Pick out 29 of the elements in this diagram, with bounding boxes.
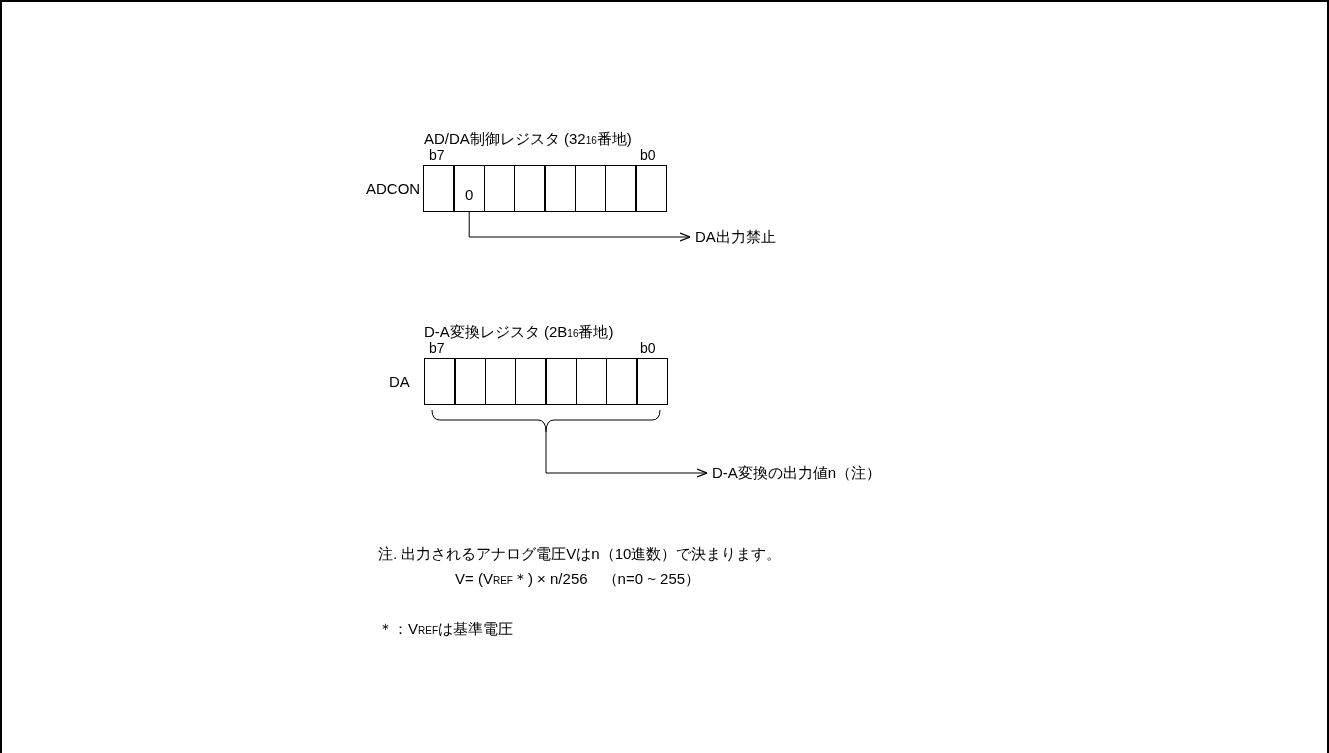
register-bit-cell — [635, 165, 667, 212]
register-bit-cell — [545, 358, 577, 405]
register-bit-cell — [424, 358, 456, 405]
register-name: ADCON — [366, 180, 421, 198]
register-bit-cell — [484, 358, 517, 405]
bit-label: b0 — [640, 339, 656, 357]
output-description: D-A変換の出力値n（注） — [712, 463, 882, 483]
output-description: DA出力禁止 — [695, 227, 776, 247]
bit-label: b7 — [429, 339, 445, 357]
leader-arrow — [545, 431, 708, 478]
bit-label: b7 — [429, 146, 445, 164]
register-bit-cell — [513, 165, 546, 212]
bit-label: b0 — [640, 146, 656, 164]
register-bit-cell — [514, 358, 547, 405]
register-bit-cell — [483, 165, 516, 212]
curly-bracket — [431, 409, 661, 433]
register-bit-cell — [636, 358, 668, 405]
note-text: 注. 出力されるアナログ電圧Vはn（10進数）で決まります。 — [378, 545, 782, 563]
register-bit-cell — [605, 358, 638, 405]
register-name: DA — [389, 373, 410, 391]
leader-arrow — [468, 211, 691, 242]
register-bit-cell — [423, 165, 455, 212]
bit-value: 0 — [465, 186, 474, 203]
register-bit-cell — [574, 165, 607, 212]
register-bit-cell — [454, 358, 487, 405]
register-bit-cell — [453, 165, 486, 212]
register-bit-cell — [544, 165, 576, 212]
register-bit-cell — [604, 165, 637, 212]
register-bit-cell — [575, 358, 608, 405]
